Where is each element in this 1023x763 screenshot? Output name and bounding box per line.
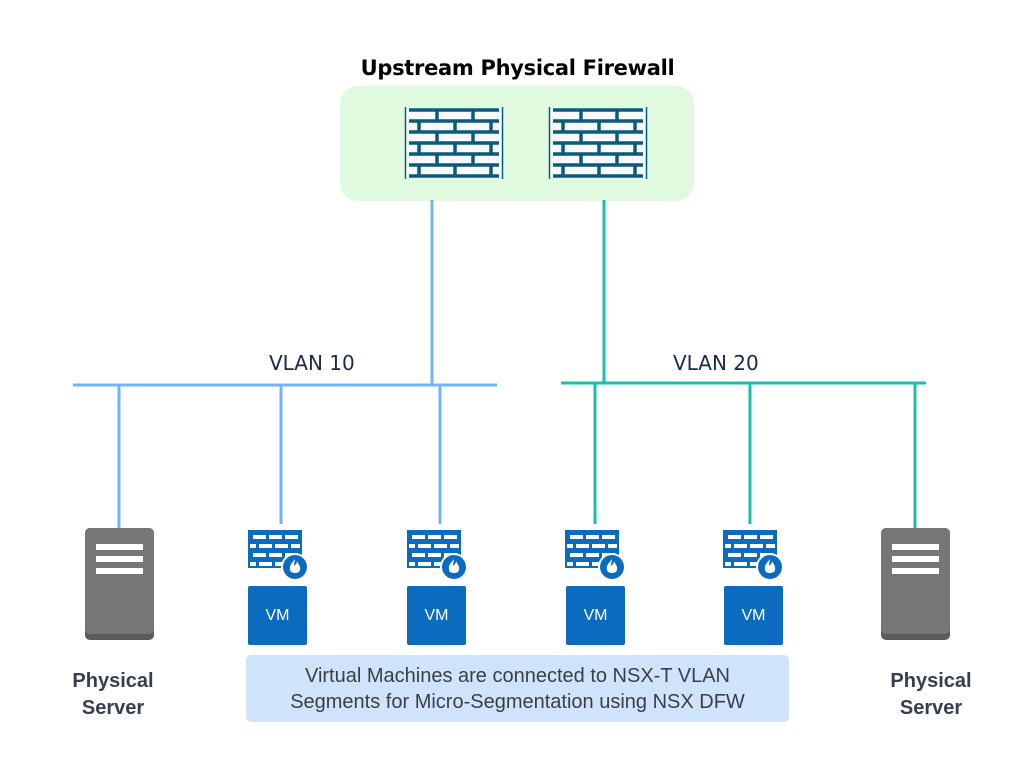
brick-wall-icon — [404, 107, 504, 179]
server-label-line: Physical — [890, 670, 972, 692]
vm-box: VM — [248, 586, 307, 645]
server-label-line: Server — [81, 697, 145, 719]
server-label-line: Physical — [72, 670, 154, 692]
physical-server-icon — [881, 528, 950, 640]
distributed-firewall-icon — [723, 530, 784, 581]
distributed-firewall-icon — [565, 530, 626, 581]
vlan10-links — [73, 200, 497, 528]
distributed-firewall-icon — [248, 530, 309, 581]
physical-server-label: Physical Server — [856, 668, 1006, 722]
physical-server-icon — [85, 528, 154, 640]
vm-box: VM — [407, 586, 466, 645]
note-line: Segments for Micro-Segmentation using NS… — [290, 690, 745, 713]
vlan20-links — [561, 200, 926, 528]
vlan20-label: VLAN 20 — [673, 351, 759, 375]
micro-segmentation-note: Virtual Machines are connected to NSX-T … — [246, 655, 789, 722]
diagram-title: Upstream Physical Firewall — [360, 56, 675, 80]
note-line: Virtual Machines are connected to NSX-T … — [304, 664, 730, 687]
physical-server-label: Physical Server — [38, 668, 188, 722]
brick-wall-icon — [548, 107, 648, 179]
server-label-line: Server — [899, 697, 963, 719]
vm-box: VM — [566, 586, 625, 645]
vm-box: VM — [724, 586, 783, 645]
distributed-firewall-icon — [407, 530, 468, 581]
vlan10-label: VLAN 10 — [269, 351, 355, 375]
